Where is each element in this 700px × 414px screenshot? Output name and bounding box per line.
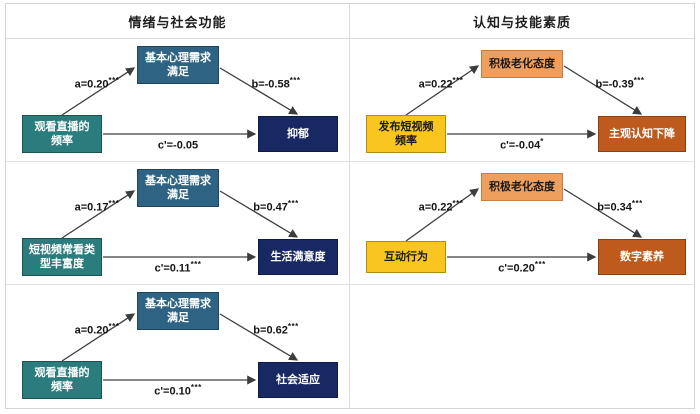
path-a-label: a=0.20***	[74, 76, 120, 91]
predictor-box: 观看直播的 频率	[22, 361, 102, 399]
predictor-box: 互动行为	[366, 241, 446, 273]
significance-stars: ***	[108, 322, 120, 331]
column-header-emotion-social: 情绪与社会功能	[6, 4, 350, 39]
path-b-label: b=0.47***	[253, 199, 299, 214]
path-a-arrow	[61, 190, 136, 239]
significance-stars: ***	[287, 199, 299, 208]
column-title: 认知与技能素质	[472, 14, 571, 30]
column-header-cognition-skill: 认知与技能素质	[350, 4, 694, 39]
path-c-label: c'=0.20***	[498, 260, 546, 275]
path-arrows	[61, 67, 299, 139]
outcome-box: 抑郁	[258, 116, 338, 152]
path-b-arrow	[563, 65, 643, 115]
predictor-box: 短视频常看类 型丰富度	[22, 238, 102, 276]
significance-stars: ***	[289, 76, 301, 85]
path-b-arrow	[219, 313, 299, 361]
path-b-arrow	[219, 190, 299, 238]
outcome-box: 主观认知下降	[598, 116, 686, 152]
significance-stars: ***	[452, 199, 464, 208]
diagram-live-watching-depression: 观看直播的 频率 基本心理需求 满足 抑郁 a=0.20*** b=-0.58*…	[6, 39, 350, 162]
path-arrows	[61, 190, 299, 262]
significance-stars: ***	[108, 76, 120, 85]
path-b-label: b=0.62***	[253, 322, 299, 337]
mediator-box: 积极老化态度	[481, 173, 563, 201]
path-a-label: a=0.20***	[74, 322, 120, 337]
path-a-label: a=0.17***	[74, 199, 120, 214]
significance-stars: ***	[452, 76, 464, 85]
path-a-arrow	[405, 65, 480, 116]
significance-stars: *	[540, 137, 544, 146]
path-a-label: a=0.22***	[418, 199, 464, 214]
mediator-box: 积极老化态度	[481, 50, 563, 78]
empty-cell	[350, 285, 694, 408]
significance-stars: ***	[633, 76, 645, 85]
diagram-posting-cognitive-decline: 发布短视频 频率 积极老化态度 主观认知下降 a=0.22*** b=-0.39…	[350, 39, 694, 162]
significance-stars: ***	[287, 322, 299, 331]
significance-stars: ***	[631, 199, 643, 208]
mediator-box: 基本心理需求 满足	[137, 292, 219, 330]
diagram-interaction-digital-literacy: 互动行为 积极老化态度 数字素养 a=0.22*** b=0.34*** c'=…	[350, 162, 694, 285]
predictor-box: 发布短视频 频率	[366, 115, 446, 153]
significance-stars: ***	[190, 383, 202, 392]
mediator-box: 基本心理需求 满足	[137, 46, 219, 84]
path-a-arrow	[405, 188, 480, 242]
outcome-box: 数字素养	[598, 239, 686, 275]
panel-grid: 情绪与社会功能 认知与技能素质 观看直播的 频率 基本心理需求 满足 抑郁 a=…	[5, 3, 695, 409]
path-b-label: b=-0.39***	[595, 76, 645, 91]
path-c-label: c'=0.10***	[154, 383, 202, 398]
path-b-label: b=-0.58***	[251, 76, 301, 91]
path-a-arrow	[61, 313, 136, 362]
outcome-box: 社会适应	[258, 362, 338, 398]
path-arrows	[405, 65, 643, 139]
path-b-arrow	[563, 188, 643, 238]
path-c-label: c'=0.11***	[154, 260, 202, 275]
path-b-arrow	[219, 67, 299, 115]
path-a-label: a=0.22***	[418, 76, 464, 91]
path-c-label: c'=-0.04*	[500, 137, 544, 152]
path-c-label: c'=-0.05	[157, 139, 199, 152]
path-b-label: b=0.34***	[597, 199, 643, 214]
path-a-arrow	[61, 67, 136, 116]
diagram-live-watching-social-adaptation: 观看直播的 频率 基本心理需求 满足 社会适应 a=0.20*** b=0.62…	[6, 285, 350, 408]
diagram-video-variety-life-satisfaction: 短视频常看类 型丰富度 基本心理需求 满足 生活满意度 a=0.17*** b=…	[6, 162, 350, 285]
significance-stars: ***	[190, 260, 202, 269]
mediator-box: 基本心理需求 满足	[137, 169, 219, 207]
significance-stars: ***	[534, 260, 546, 269]
column-title: 情绪与社会功能	[128, 14, 227, 30]
significance-stars: ***	[108, 199, 120, 208]
path-arrows	[61, 313, 299, 385]
path-arrows	[405, 188, 643, 262]
outcome-box: 生活满意度	[258, 239, 338, 275]
predictor-box: 观看直播的 频率	[22, 115, 102, 153]
